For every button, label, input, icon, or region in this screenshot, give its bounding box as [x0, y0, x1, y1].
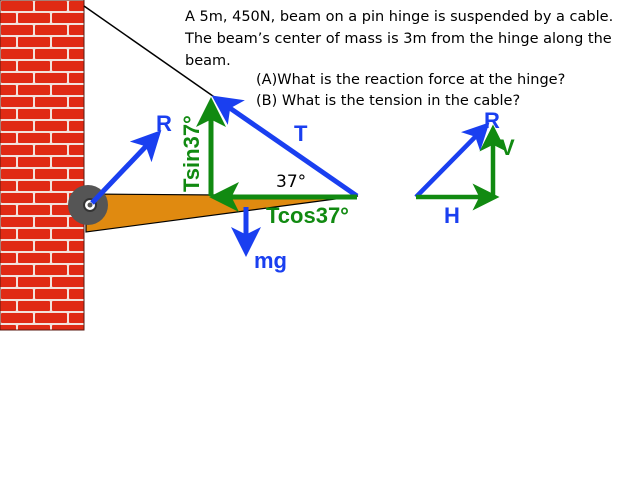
tcos-label: Tcos37°	[266, 203, 349, 228]
problem-line-3: beam.	[185, 53, 231, 69]
question-a: (A)What is the reaction force at the hin…	[256, 72, 565, 88]
tension-arrow	[211, 95, 359, 199]
component-h-label: H	[444, 203, 460, 228]
problem-line-1: A 5m, 450N, beam on a pin hinge is suspe…	[185, 9, 613, 25]
tension-label: T	[294, 121, 308, 146]
cable	[83, 5, 221, 102]
component-triangle	[414, 122, 507, 211]
reaction-label: R	[156, 111, 172, 136]
tsin-label: Tsin37°	[179, 115, 204, 192]
component-r-label: R	[484, 108, 500, 133]
reaction-arrow	[90, 130, 162, 205]
problem-line-2: The beam’s center of mass is 3m from the…	[184, 31, 612, 47]
question-b: (B) What is the tension in the cable?	[256, 93, 520, 109]
problem-statement: A 5m, 450N, beam on a pin hinge is suspe…	[184, 9, 613, 109]
component-v-label: V	[500, 135, 515, 160]
weight-label: mg	[254, 248, 287, 273]
brick-wall	[0, 0, 85, 331]
angle-label: 37°	[276, 172, 306, 192]
